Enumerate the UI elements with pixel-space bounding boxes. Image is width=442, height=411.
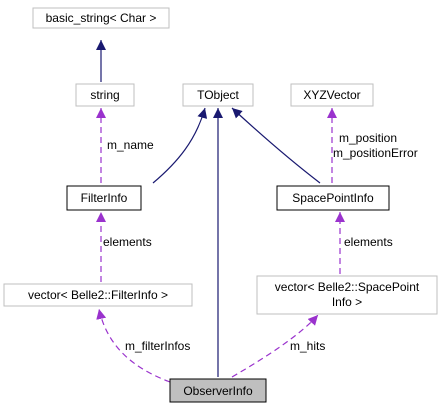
node-vector-spacepointinfo[interactable]: vector< Belle2::SpacePoint Info > (256, 275, 438, 315)
node-label-xyzvector: XYZVector (303, 88, 360, 102)
node-xyzvector[interactable]: XYZVector (290, 83, 374, 107)
edge-observer-m-hits (231, 314, 319, 378)
node-label-spacepointinfo: SpacePointInfo (292, 191, 374, 205)
edge-label-m-position: m_position (339, 131, 397, 145)
edge-label-elements-left: elements (103, 235, 152, 249)
edge-label-m-name: m_name (107, 138, 154, 152)
node-tobject[interactable]: TObject (182, 83, 254, 107)
node-label-tobject: TObject (197, 88, 239, 102)
node-spacepointinfo[interactable]: SpacePointInfo (276, 185, 390, 211)
node-observerinfo[interactable]: ObserverInfo (169, 378, 267, 403)
edge-spacepointinfo-to-tobject (231, 107, 321, 184)
node-string[interactable]: string (75, 83, 135, 107)
node-label-vector-spacepointinfo-line1: vector< Belle2::SpacePoint (275, 280, 420, 294)
node-vector-filterinfo[interactable]: vector< Belle2::FilterInfo > (3, 283, 193, 307)
edge-label-m-position-error: m_positionError (333, 146, 418, 160)
edge-filterinfo-to-tobject (152, 107, 208, 184)
node-label-string: string (90, 88, 119, 102)
node-filterinfo[interactable]: FilterInfo (66, 185, 142, 211)
edge-label-elements-right: elements (344, 235, 393, 249)
node-label-vector-spacepointinfo-line2: Info > (332, 295, 362, 309)
node-label-observerinfo: ObserverInfo (183, 384, 253, 398)
node-basic-string[interactable]: basic_string< Char > (32, 7, 170, 29)
node-label-filterinfo: FilterInfo (81, 191, 128, 205)
node-label-basic-string: basic_string< Char > (46, 11, 157, 25)
edge-observer-m-filterinfos (96, 308, 171, 383)
edge-label-m-hits: m_hits (290, 339, 325, 353)
node-label-vector-filterinfo: vector< Belle2::FilterInfo > (28, 288, 168, 302)
edge-label-m-filterinfos: m_filterInfos (125, 339, 190, 353)
